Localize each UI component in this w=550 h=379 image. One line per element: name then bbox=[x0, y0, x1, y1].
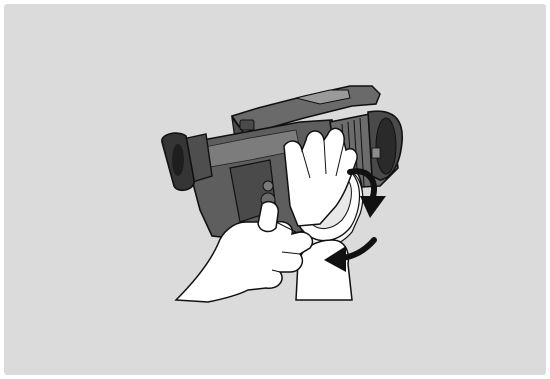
camera-lens-switch bbox=[372, 148, 380, 158]
camera-eyecup-inner bbox=[172, 144, 184, 176]
left-hand-shape bbox=[176, 222, 312, 302]
camera-handle-button bbox=[240, 120, 254, 130]
camera-lens-glass bbox=[376, 118, 396, 174]
arrow-upper-head bbox=[360, 196, 386, 218]
left-hand-thumb bbox=[258, 202, 278, 232]
camcorder-icon bbox=[162, 86, 402, 240]
camera-side-button bbox=[263, 181, 273, 191]
